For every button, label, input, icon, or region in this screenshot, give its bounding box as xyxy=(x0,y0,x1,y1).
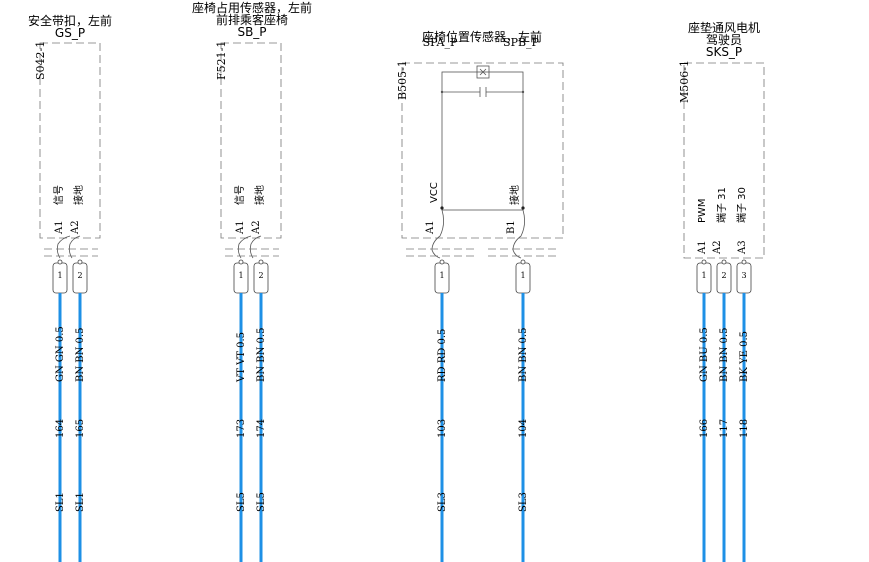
pin-id-label: A1 xyxy=(425,220,436,235)
component-outline xyxy=(401,62,564,239)
component-spa-spb[interactable]: 座椅位置传感器，左前 SPA_P SPB_P B505-1 VCC 接地 A1 … xyxy=(396,29,564,562)
pin-id-label: A1 xyxy=(697,240,708,255)
wire-color-label: BN BN 0.5 xyxy=(75,328,86,382)
circuit-number: 173 xyxy=(236,419,247,438)
pin-hook xyxy=(68,235,81,259)
junction-dot xyxy=(440,206,444,210)
destination-label: SL5 xyxy=(236,492,247,512)
circuit-number: 104 xyxy=(518,419,529,438)
component-ref: M506-1 xyxy=(678,60,691,103)
pin-function-label: VCC xyxy=(429,182,440,203)
destination-label: SL1 xyxy=(55,492,66,512)
destination-label: SL1 xyxy=(75,492,86,512)
pin-id-label: B1 xyxy=(506,220,517,234)
circuit-number: 103 xyxy=(437,419,448,438)
terminal-pin xyxy=(721,259,727,265)
component-title-line2: 前排乘客座椅 xyxy=(216,12,288,27)
terminal-pin xyxy=(701,259,707,265)
wire-color-label: VT VT 0.5 xyxy=(236,332,247,383)
sensor-switch-cross xyxy=(479,68,487,76)
terminal-number: 2 xyxy=(77,271,82,280)
terminal-number: 1 xyxy=(238,271,243,280)
circuit-number: 118 xyxy=(739,419,750,438)
component-outline xyxy=(683,62,765,259)
pin-function-label: 端子 31 xyxy=(715,187,728,223)
circuit-number: 117 xyxy=(719,419,730,438)
wire-color-label: BN BN 0.5 xyxy=(256,328,267,382)
junction-dot xyxy=(521,90,525,94)
terminal-number: 2 xyxy=(721,271,726,280)
component-outline xyxy=(220,42,282,239)
component-title-line2: 驾驶员 xyxy=(706,32,742,47)
pin-id-label: A1 xyxy=(54,220,65,235)
wire-color-label: GN BU 0.5 xyxy=(699,327,710,382)
pin-id-label: A2 xyxy=(712,240,723,255)
pin-id-label: A3 xyxy=(737,240,748,255)
terminal-pin xyxy=(520,259,526,265)
junction-dot xyxy=(521,206,525,210)
destination-label: SL3 xyxy=(518,492,529,512)
pin-function-label: 接地 xyxy=(508,185,521,205)
component-title: 座椅占用传感器，左前 xyxy=(192,0,312,15)
terminal-number: 3 xyxy=(741,271,746,280)
circuit-number: 174 xyxy=(256,419,267,438)
terminal-number: 1 xyxy=(439,271,444,280)
component-code: SKS_P xyxy=(706,45,742,59)
circuit-number: 164 xyxy=(55,419,66,438)
component-sks-p[interactable]: 座垫通风电机 驾驶员 SKS_P M506-1 PWM 端子 31 端子 30 … xyxy=(678,20,765,562)
wire-color-label: GN GN 0.5 xyxy=(55,326,66,382)
component-title: 座椅位置传感器，左前 xyxy=(422,29,542,44)
component-code: GS_P xyxy=(55,26,85,40)
pin-hook xyxy=(237,235,252,259)
component-ref: S042-1 xyxy=(34,41,47,80)
terminal-pin xyxy=(741,259,747,265)
pin-id-label: A2 xyxy=(251,220,262,235)
terminal-number: 1 xyxy=(57,271,62,280)
terminal-number: 1 xyxy=(701,271,706,280)
terminal-pin xyxy=(238,259,244,265)
pin-hook xyxy=(431,209,444,259)
terminal-pin xyxy=(77,259,83,265)
pin-hook xyxy=(512,209,525,259)
component-ref: B505-1 xyxy=(396,60,409,100)
component-ref: F521-1 xyxy=(215,41,228,80)
terminal-pin xyxy=(57,259,63,265)
pin-id-label: A2 xyxy=(70,220,81,235)
junction-dot xyxy=(440,90,444,94)
terminal-pin xyxy=(439,259,445,265)
component-outline xyxy=(39,42,101,239)
component-sb-p[interactable]: 座椅占用传感器，左前 前排乘客座椅 SB_P F521-1 信号 接地 A1 A… xyxy=(192,0,312,562)
component-title: 座垫通风电机 xyxy=(688,20,760,35)
pin-function-label: 信号 xyxy=(234,185,246,205)
pin-hook xyxy=(249,235,262,259)
component-title: 安全带扣，左前 xyxy=(28,13,112,28)
component-code-a: SPA_P xyxy=(423,36,458,49)
pin-function-label: 信号 xyxy=(53,185,65,205)
wire-color-label: BN BN 0.5 xyxy=(719,328,730,382)
pin-id-label: A1 xyxy=(235,220,246,235)
pin-function-label: 接地 xyxy=(72,185,85,205)
terminal-number: 1 xyxy=(520,271,525,280)
component-code: SB_P xyxy=(237,25,266,39)
component-gs-p[interactable]: 安全带扣，左前 GS_P S042-1 信号 接地 A1 A2 1 2 GN G… xyxy=(28,13,112,562)
destination-label: SL5 xyxy=(256,492,267,512)
destination-label: SL3 xyxy=(437,492,448,512)
pin-hook xyxy=(56,235,71,259)
terminal-number: 2 xyxy=(258,271,263,280)
circuit-number: 166 xyxy=(699,419,710,438)
wire-color-label: BN BN 0.5 xyxy=(518,328,529,382)
sensor-switch-icon xyxy=(476,65,490,79)
wire-color-label: BK YE 0.5 xyxy=(739,331,750,382)
terminal-pin xyxy=(258,259,264,265)
pin-function-label: PWM xyxy=(697,198,708,223)
pin-function-label: 接地 xyxy=(253,185,266,205)
circuit-number: 165 xyxy=(75,419,86,438)
component-code-b: SPB_P xyxy=(503,36,540,49)
pin-function-label: 端子 30 xyxy=(735,187,748,223)
wire-color-label: RD RD 0.5 xyxy=(437,329,448,382)
